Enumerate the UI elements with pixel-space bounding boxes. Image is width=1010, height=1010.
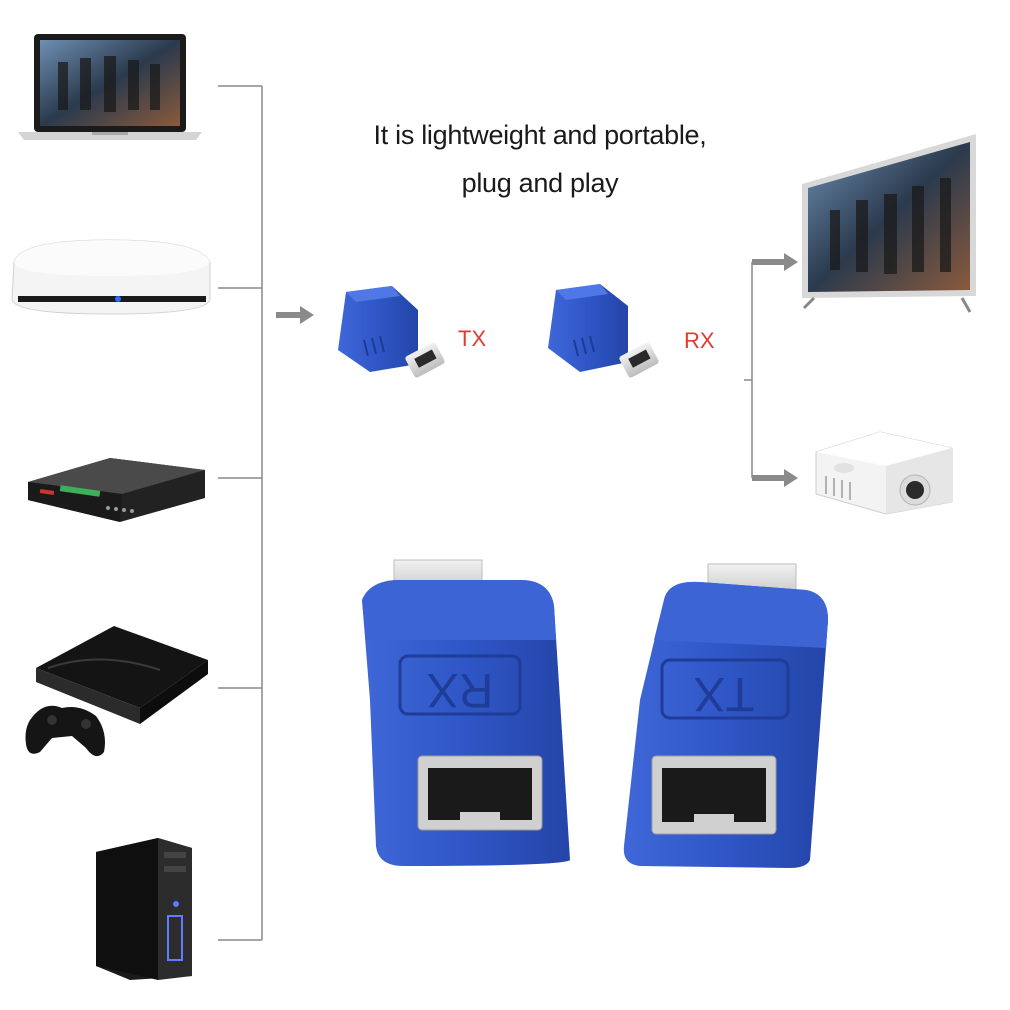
tv-icon (802, 134, 976, 313)
dvd-player-icon (28, 458, 205, 522)
rx-label: RX (684, 328, 715, 353)
tx-label: TX (458, 326, 487, 351)
game-console-icon (36, 626, 208, 724)
tx-emboss-label: TX (693, 667, 754, 720)
input-arrow (276, 306, 314, 324)
laptop-icon (18, 34, 202, 140)
display-connector-lines (744, 262, 753, 478)
desktop-pc-icon (96, 838, 192, 980)
rx-emboss-label: RX (427, 663, 494, 716)
headline-line1: It is lightweight and portable, (373, 120, 707, 150)
projector-icon (815, 431, 953, 515)
tx-adapter-small (338, 286, 445, 378)
rx-adapter-small (548, 284, 659, 378)
source-connector-lines (218, 85, 263, 941)
rx-adapter-large (362, 559, 570, 866)
media-box-icon (11, 239, 211, 315)
headline-line2: plug and play (461, 168, 619, 198)
tv-arrow (752, 253, 798, 271)
tx-adapter-large (623, 563, 828, 868)
projector-arrow (752, 469, 798, 487)
gamepad-icon (25, 705, 105, 757)
